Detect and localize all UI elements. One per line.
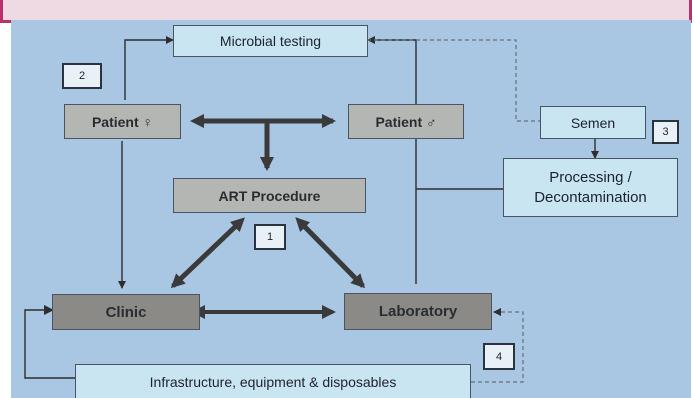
marker-3: 3 — [652, 120, 679, 144]
connector-art-clinic — [170, 217, 245, 289]
marker-2: 2 — [62, 63, 102, 89]
semen-box: Semen — [540, 106, 646, 139]
marker-1: 1 — [254, 224, 286, 250]
connector-layer — [24, 36, 599, 383]
connector-infra-to-clinic — [24, 305, 75, 379]
connector-lab-to-microbial — [367, 36, 417, 284]
marker-4: 4 — [483, 343, 515, 370]
connector-patient-to-microbial — [124, 36, 174, 100]
connector-semen-dashed — [368, 39, 542, 122]
processing-box: Processing / Decontamination — [503, 158, 678, 217]
microbial-testing-box: Microbial testing — [173, 25, 368, 57]
laboratory-box: Laboratory — [344, 293, 492, 330]
clinic-box: Clinic — [52, 294, 200, 330]
connector-art-lab — [295, 217, 366, 289]
infrastructure-box: Infrastructure, equipment & disposables — [75, 364, 471, 398]
connector-infra-to-lab — [471, 308, 524, 383]
patient-female-box: Patient ♀ — [64, 104, 181, 139]
art-procedure-box: ART Procedure — [173, 178, 366, 213]
patient-male-box: Patient ♂ — [348, 104, 464, 139]
diagram-canvas: Microbial testing Patient ♀ Patient ♂ AR… — [11, 20, 691, 398]
